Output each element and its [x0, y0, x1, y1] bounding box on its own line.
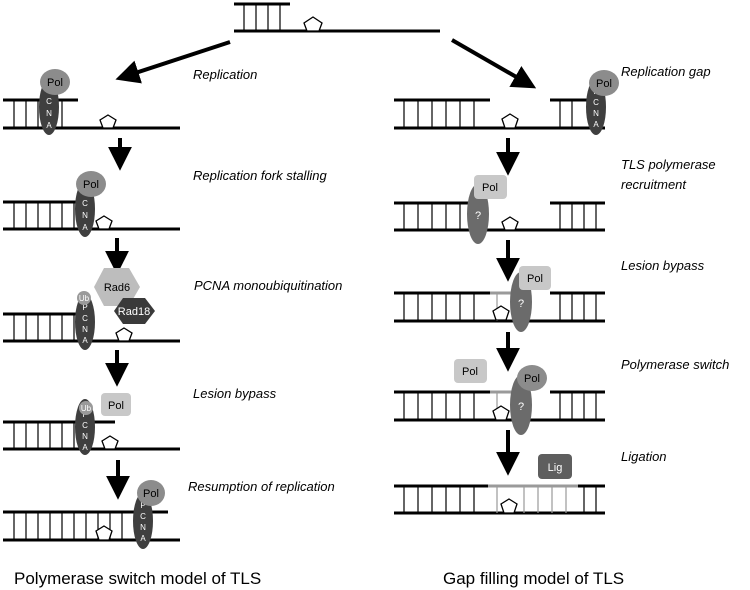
- left-step3-duplex: P C N A Ub Rad6 Rad18: [3, 268, 180, 350]
- dna-lesion-icon: [500, 498, 518, 514]
- right-step4-label: Polymerase switch: [621, 357, 729, 372]
- tls-polymerase: [101, 393, 131, 416]
- replicative-polymerase: [137, 480, 165, 506]
- svg-text:C: C: [593, 98, 599, 107]
- dna-lesion-icon: [501, 216, 519, 231]
- svg-text:Pol: Pol: [47, 77, 63, 89]
- svg-text:?: ?: [518, 401, 524, 413]
- svg-text:N: N: [82, 432, 88, 441]
- left-step2-duplex: P C N A Pol: [3, 171, 180, 237]
- svg-text:N: N: [46, 109, 52, 118]
- svg-text:Pol: Pol: [83, 179, 99, 191]
- svg-text:Pol: Pol: [527, 273, 543, 285]
- dna-lesion-icon: [492, 405, 510, 421]
- left-step4-label: Lesion bypass: [193, 386, 277, 401]
- left-step3-label: PCNA monoubiquitination: [194, 278, 342, 293]
- dna-ligase: [538, 454, 572, 479]
- dna-lesion-icon: [303, 16, 323, 32]
- left-step1-duplex: P C N A Pol: [3, 69, 180, 135]
- svg-text:Pol: Pol: [524, 373, 540, 385]
- arrow-to-polymerase-switch: [115, 40, 231, 84]
- svg-text:A: A: [593, 120, 599, 129]
- dna-lesion-icon: [101, 435, 119, 450]
- svg-text:Pol: Pol: [108, 400, 124, 412]
- svg-text:C: C: [46, 97, 52, 106]
- replicative-polymerase: [517, 365, 547, 391]
- pcna-clamp: [75, 294, 95, 350]
- svg-text:Pol: Pol: [596, 78, 612, 90]
- pcna-letters: P C N A: [82, 303, 88, 345]
- svg-text:C: C: [82, 199, 88, 208]
- svg-text:?: ?: [475, 210, 481, 222]
- svg-text:Rad18: Rad18: [118, 306, 150, 318]
- left-step1-label: Replication: [193, 67, 257, 82]
- right-step2-label-line2: recruitment: [621, 177, 687, 192]
- pcna-letters: P C N A: [140, 501, 146, 543]
- right-step2-duplex: ? Pol: [394, 175, 605, 244]
- dna-lesion-icon: [115, 327, 133, 342]
- ubiquitin: [79, 401, 93, 415]
- left-model-caption: Polymerase switch model of TLS: [14, 569, 261, 588]
- dna-lesion-icon: [492, 305, 510, 321]
- svg-text:?: ?: [518, 298, 524, 310]
- tls-polymerase: [474, 175, 507, 199]
- svg-text:Pol: Pol: [143, 488, 159, 500]
- right-step1-duplex: P C N A Pol: [394, 70, 619, 135]
- replicative-polymerase: [76, 171, 106, 197]
- svg-text:Rad6: Rad6: [104, 282, 130, 294]
- tls-polymerase-released: [454, 359, 487, 383]
- svg-text:Pol: Pol: [482, 182, 498, 194]
- svg-text:Ub: Ub: [81, 404, 92, 413]
- svg-text:A: A: [46, 121, 52, 130]
- replicative-polymerase: [589, 70, 619, 96]
- right-step1-label: Replication gap: [621, 64, 711, 79]
- svg-text:N: N: [140, 523, 146, 532]
- svg-text:A: A: [82, 443, 88, 452]
- svg-text:C: C: [82, 314, 88, 323]
- right-step4-duplex: Pol ? Pol: [394, 359, 605, 435]
- pcna-clamp: [133, 493, 153, 549]
- svg-text:N: N: [593, 109, 599, 118]
- right-model-caption: Gap filling model of TLS: [443, 569, 624, 588]
- svg-text:Ub: Ub: [79, 294, 90, 303]
- right-step3-label: Lesion bypass: [621, 258, 705, 273]
- right-step3-duplex: ? Pol: [394, 266, 605, 332]
- left-step4-duplex: P C N A Ub Pol: [3, 393, 180, 455]
- arrow-to-gap-filling: [451, 38, 537, 89]
- replicative-polymerase: [40, 69, 70, 95]
- svg-text:C: C: [82, 421, 88, 430]
- right-step5-label: Ligation: [621, 449, 667, 464]
- left-step2-label: Replication fork stalling: [193, 168, 327, 183]
- dna-lesion-icon: [99, 114, 117, 129]
- svg-text:C: C: [140, 512, 146, 521]
- svg-text:A: A: [82, 223, 88, 232]
- tls-polymerase: [519, 266, 551, 290]
- svg-text:A: A: [82, 336, 88, 345]
- rad18: [114, 298, 155, 324]
- top-dna-duplex: [234, 2, 440, 33]
- svg-text:N: N: [82, 325, 88, 334]
- ubiquitin: [77, 291, 91, 305]
- svg-text:P: P: [140, 501, 145, 510]
- left-step5-duplex: P C N A Pol: [3, 480, 180, 549]
- svg-text:N: N: [82, 211, 88, 220]
- svg-text:Pol: Pol: [462, 366, 478, 378]
- rad6: [94, 268, 140, 306]
- dna-lesion-icon: [501, 113, 519, 129]
- right-step5-duplex: Lig: [394, 454, 605, 515]
- left-step5-label: Resumption of replication: [188, 479, 335, 494]
- right-step2-label-line1: TLS polymerase: [621, 157, 716, 172]
- dna-lesion-icon: [95, 525, 113, 541]
- svg-text:A: A: [140, 534, 146, 543]
- svg-text:Lig: Lig: [548, 462, 563, 474]
- dna-lesion-icon: [95, 215, 113, 230]
- svg-text:P: P: [82, 303, 87, 312]
